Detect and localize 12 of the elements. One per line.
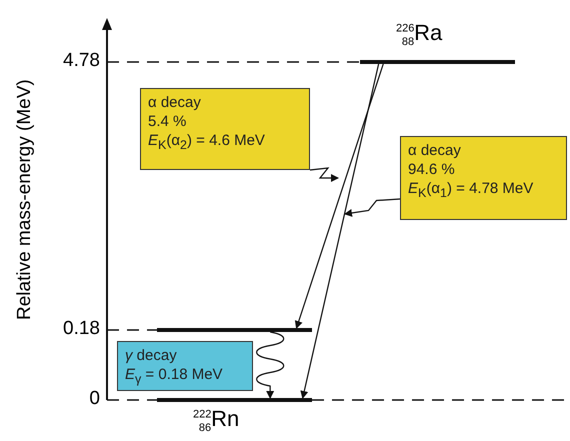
decay-info-box: γ decay E$_{γ}$ = 0.18 MeV xyxy=(117,341,253,391)
axis-tick-label: 0.18 xyxy=(62,318,100,340)
decay-info-box: α decay 94.6 % E$_{K}$(α$_{1}$) = 4.78 MeV xyxy=(400,136,567,220)
axis-tick-label: 0 xyxy=(88,388,100,410)
transition-arrow xyxy=(300,64,380,399)
axis-tick-label: 4.78 xyxy=(62,50,100,72)
leader-line xyxy=(310,167,339,182)
decay-info-box: α decay 5.4 % E$_{K}$(α$_{2}$) = 4.6 MeV xyxy=(140,88,310,170)
leader-line xyxy=(344,198,400,217)
axis-title: Relative mass-energy (MeV) xyxy=(14,79,36,320)
wavy-arrow xyxy=(256,331,284,399)
transition-arrow xyxy=(294,64,384,329)
